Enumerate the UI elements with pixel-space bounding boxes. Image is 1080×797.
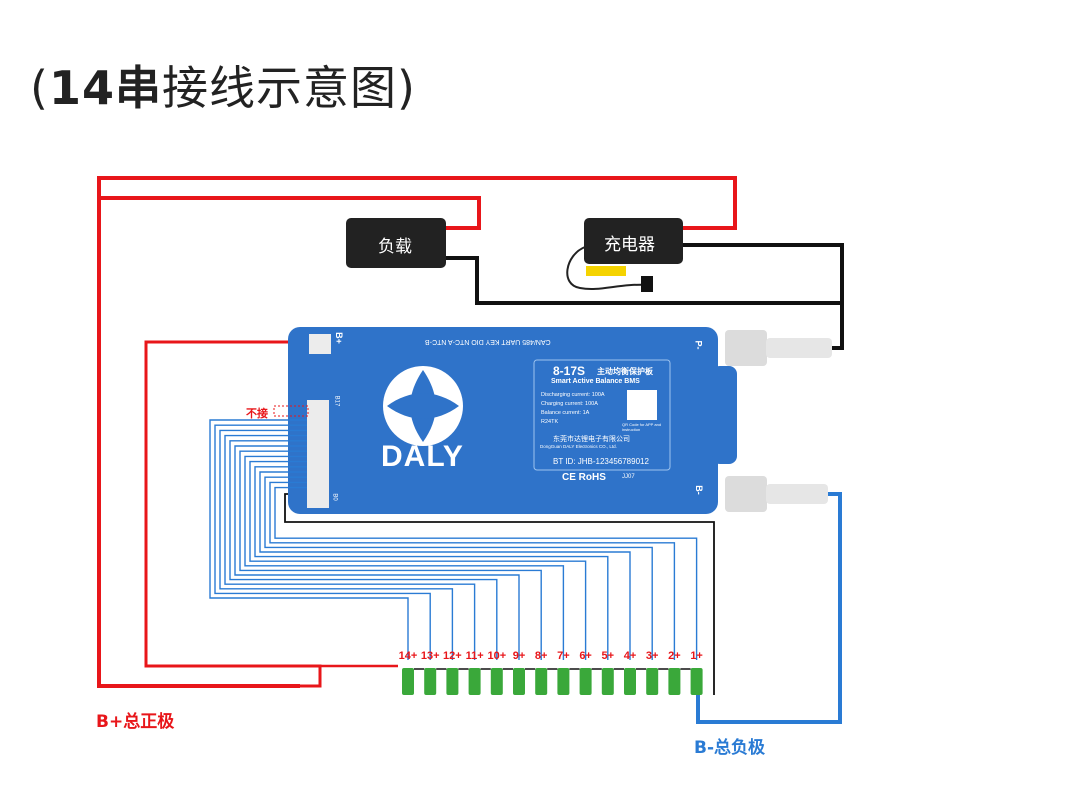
charger-label: 充电器 (604, 235, 655, 255)
cell-label: 4+ (623, 650, 637, 662)
cell-label: 14+ (398, 650, 418, 662)
cell-label: 9+ (512, 650, 526, 662)
load-label: 负载 (378, 237, 412, 257)
bms-spec-1: Discharging current: 100A (541, 392, 605, 398)
cell-label: 7+ (557, 650, 570, 662)
bms-company-en: DongGuan DALY Electronics CO., Ltd. (540, 444, 617, 449)
sense-wire (244, 455, 565, 660)
cell-label: 3+ (645, 650, 659, 662)
sense-wire (234, 445, 520, 660)
cell-label: 10+ (487, 650, 507, 662)
battery-cell (668, 668, 681, 695)
battery-cell (557, 668, 570, 695)
load-box (346, 218, 446, 268)
sense-wire (229, 440, 498, 660)
sense-wire (224, 434, 476, 660)
bms-conn-b17: B17 (333, 395, 340, 407)
black-wire-charger (682, 243, 844, 303)
sense-wire (239, 450, 542, 660)
bms-model-cn: 主动均衡保护板 (597, 367, 653, 376)
bms-cert: CE RoHS (562, 472, 606, 483)
battery-cell (624, 668, 636, 695)
battery-cell (490, 668, 503, 695)
charger-sticker (586, 266, 626, 276)
red-wire-outer (97, 176, 737, 688)
sense-wires (209, 419, 698, 660)
bms-code: JJ07 (622, 474, 635, 480)
cell-label: 12+ (443, 650, 462, 662)
blue-wire-b-minus (696, 492, 842, 724)
bms-port-bminus: B- (693, 485, 704, 495)
charger-plug (641, 276, 653, 292)
battery-cell (646, 668, 659, 695)
sense-wire (269, 481, 676, 660)
charger-cord (566, 246, 651, 291)
sense-wire (259, 471, 631, 660)
qr-code (627, 390, 657, 420)
bms-body (288, 327, 718, 514)
red-wire-load (99, 196, 481, 230)
bms-qr-note: QR Code for APP and instruction (622, 422, 662, 432)
cell-label: 2+ (668, 650, 681, 662)
battery-cell (468, 668, 481, 695)
charger-box (584, 218, 683, 264)
cell-label: 1+ (690, 650, 703, 662)
battery-cell (601, 668, 614, 695)
bms-company-cn: 东莞市达锂电子有限公司 (553, 436, 630, 443)
sense-wire (274, 486, 698, 660)
terminal-p-minus (725, 330, 767, 366)
cell-label: 11+ (465, 650, 484, 662)
page-title: (14串接线示意图) (30, 52, 416, 118)
bms-port-pminus: P- (693, 340, 704, 350)
title-number: 14串 (48, 61, 162, 115)
bms-model-en: Smart Active Balance BMS (551, 378, 640, 385)
bms-label-panel (533, 359, 671, 471)
terminal-b-minus-lead (766, 484, 828, 504)
title-text: 接线示意图 (161, 61, 397, 115)
bms-port-bplus: B+ (333, 332, 344, 344)
battery-cell (690, 668, 703, 695)
connector-main (307, 400, 329, 508)
bms-brand: DALY (381, 440, 464, 473)
title-paren-close: ) (396, 61, 416, 115)
cell-label: 6+ (579, 650, 592, 662)
cell-label: 8+ (534, 650, 548, 662)
red-wire-bplus (144, 340, 322, 688)
b-minus-total-label: B-总负极 (694, 738, 766, 758)
sense-wire (219, 429, 454, 660)
sense-wire (249, 460, 587, 660)
battery-cell (535, 668, 548, 695)
black-wire-p-minus (445, 256, 844, 350)
battery-cell (579, 668, 592, 695)
sense-wire (264, 476, 653, 660)
bms-model: 8-17S (553, 364, 586, 378)
terminal-b-minus (725, 476, 767, 512)
bms-spec-3: Balance current: 1A (541, 410, 590, 416)
cell-label: 5+ (601, 650, 615, 662)
battery-cell (402, 668, 414, 695)
battery-cell (513, 668, 525, 695)
battery-cell (446, 668, 459, 695)
bms-port-labels: CAN/485 UART KEY DIO NTC-A NTC-B (425, 338, 551, 345)
bms-spec-4: R24TK (541, 419, 559, 425)
bms-conn-b0: B0 (331, 493, 338, 501)
terminal-p-minus-lead (766, 338, 832, 358)
connector-top (309, 334, 331, 354)
not-connected-label: 不接 (246, 407, 268, 420)
sense-wire (214, 424, 431, 660)
battery-cells (402, 668, 703, 695)
sense-wire (254, 466, 609, 660)
not-connected-box (273, 405, 309, 417)
battery-cell (424, 668, 437, 695)
title-paren-open: ( (30, 61, 49, 115)
bms-side-tab (712, 366, 737, 464)
bms-bt-id: BT ID: JHB-123456789012 (553, 457, 649, 466)
bms-spec-2: Charging current: 100A (541, 401, 598, 407)
sense-wire (209, 419, 409, 660)
b-plus-total-label: B+总正极 (96, 712, 175, 732)
cell-label: 13+ (420, 650, 440, 662)
daly-logo-icon (383, 366, 463, 446)
